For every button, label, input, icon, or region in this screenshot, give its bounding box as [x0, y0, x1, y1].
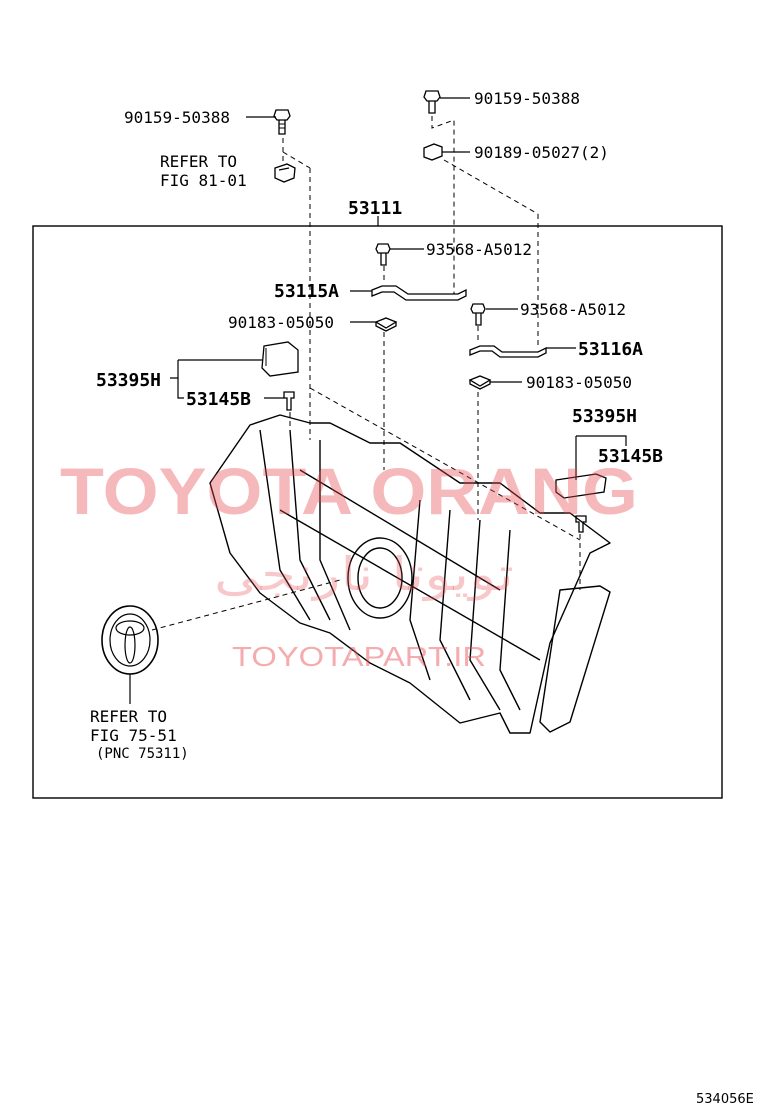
- bolt-90159-right-icon: [423, 90, 441, 114]
- label-screw-right: 93568-A5012: [520, 300, 626, 319]
- label-bracket-left: 53115A: [274, 281, 339, 302]
- moulding-53395h-left-icon: [261, 341, 299, 377]
- label-bolt-top-right: 90159-50388: [474, 89, 580, 108]
- screw-93568-right-icon: [470, 303, 486, 326]
- moulding-53395h-right-icon: [555, 473, 607, 499]
- label-refer-7551-line3: (PNC 75311): [96, 746, 189, 762]
- label-nut-top-right: 90189-05027(2): [474, 143, 609, 162]
- nut-90189-icon: [423, 143, 443, 161]
- watermark-site: TOYOTAPART.IR: [232, 641, 486, 672]
- figure-code: 534056E: [696, 1092, 754, 1107]
- label-clip-left: 53145B: [186, 389, 251, 410]
- label-moulding-right: 53395H: [572, 406, 637, 427]
- label-refer-8101-line1: REFER TO: [160, 152, 237, 171]
- watermark: TOYOTA ORANG تويوتا نارنجی TOYOTAPART.IR: [60, 454, 638, 672]
- label-moulding-left: 53395H: [96, 370, 161, 391]
- label-clip-right: 53145B: [598, 446, 663, 467]
- label-refer-7551-line1: REFER TO: [90, 707, 167, 726]
- label-bolt-top-left: 90159-50388: [124, 108, 230, 127]
- clip-53145b-right-icon: [575, 515, 587, 533]
- radiator-grille-53111-icon: [209, 414, 611, 734]
- bracket-53115a-icon: [371, 285, 467, 301]
- label-bracket-right: 53116A: [578, 339, 643, 360]
- label-screw-left: 93568-A5012: [426, 240, 532, 259]
- nut-refer-8101-icon: [274, 163, 296, 183]
- bolt-90159-left-icon: [273, 109, 291, 135]
- watermark-brand: TOYOTA ORANG: [60, 454, 638, 528]
- toyota-emblem-icon: [101, 605, 159, 675]
- label-refer-8101-line2: FIG 81-01: [160, 171, 247, 190]
- screw-93568-left-icon: [375, 243, 391, 266]
- nut-90183-right-icon: [468, 375, 492, 390]
- watermark-script: تويوتا نارنجی: [214, 547, 514, 602]
- clip-53145b-left-icon: [283, 391, 295, 411]
- label-nut-left: 90183-05050: [228, 313, 334, 332]
- label-refer-7551-line2: FIG 75-51: [90, 726, 177, 745]
- label-grille-assy: 53111: [348, 198, 402, 219]
- bracket-53116a-icon: [469, 345, 547, 358]
- nut-90183-left-icon: [374, 317, 398, 332]
- label-nut-right: 90183-05050: [526, 373, 632, 392]
